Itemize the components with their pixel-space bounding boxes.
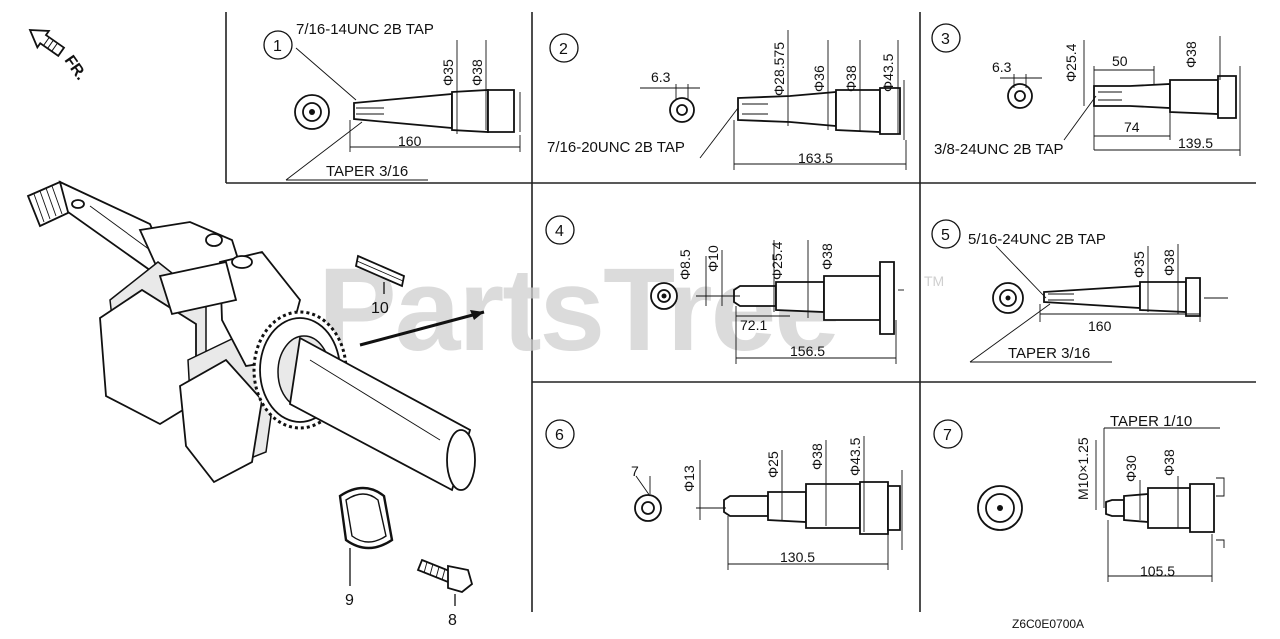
dimension-label: Φ25.4 — [769, 241, 785, 280]
variant-3-detail: 3 6.3 Φ25.4 50 Φ38 74 3/8-24UNC 2B TAP 1… — [931, 23, 1241, 158]
dimension-label: Φ43.5 — [847, 437, 863, 476]
dimension-label: Φ36 — [811, 65, 827, 92]
dimension-label: Φ25 — [765, 451, 781, 478]
dimension-label: TAPER 3/16 — [1008, 345, 1090, 362]
variant-number-badge — [549, 33, 579, 63]
variant-number-badge — [931, 219, 961, 249]
dimension-label: 130.5 — [780, 549, 815, 565]
part-9-ring: 9 — [338, 486, 394, 609]
dimension-label: Φ35 — [1131, 251, 1147, 278]
dimension-label: Φ38 — [1161, 249, 1177, 276]
variant-number: 5 — [941, 227, 950, 244]
dimension-label: Φ38 — [469, 59, 485, 86]
dimension-label: 7 — [631, 463, 639, 479]
dimension-label: 50 — [1112, 53, 1128, 69]
variant-number: 6 — [555, 427, 564, 444]
watermark: PartsTree TM — [318, 244, 944, 376]
dimension-label: Φ30 — [1123, 455, 1139, 482]
variant-6-detail: 6 7 Φ13 Φ25 Φ38 Φ43.5 130.5 — [545, 419, 903, 570]
watermark-text: PartsTree — [318, 244, 838, 376]
variant-1-detail: 1 7/16-14UNC 2B TAP Φ35 Φ38 160 TAPER 3/… — [263, 21, 521, 181]
crankshaft-illustration — [26, 180, 485, 492]
dimension-label: 156.5 — [790, 343, 825, 359]
variant-number-badge — [933, 419, 963, 449]
variant-5-detail: 5 5/16-24UNC 2B TAP Φ35 Φ38 160 TAPER 3/… — [931, 219, 1228, 363]
watermark-tm: TM — [924, 273, 944, 289]
dimension-label: Φ38 — [1161, 449, 1177, 476]
direction-label: FR. — [61, 53, 90, 84]
variant-number: 4 — [555, 223, 564, 240]
dimension-label: 3/8-24UNC 2B TAP — [934, 141, 1064, 158]
variant-number: 1 — [273, 38, 282, 55]
dimension-label: 6.3 — [651, 69, 671, 85]
dimension-label: Φ13 — [681, 465, 697, 492]
part-ref-label: 8 — [448, 612, 457, 629]
dimension-label: 163.5 — [798, 150, 833, 166]
dimension-label: Φ8.5 — [677, 249, 693, 280]
dimension-label: Φ10 — [705, 245, 721, 272]
dimension-label: Φ38 — [1183, 41, 1199, 68]
dimension-label: 105.5 — [1140, 563, 1175, 579]
direction-arrow-icon — [28, 29, 66, 58]
dimension-label: M10×1.25 — [1075, 437, 1091, 500]
dimension-label: 7/16-20UNC 2B TAP — [547, 139, 685, 156]
dimension-label: Φ25.4 — [1063, 43, 1079, 82]
diagram-code: Z6C0E0700A — [1012, 617, 1084, 631]
dimension-label: Φ28.575 — [771, 42, 787, 96]
dimension-label: Φ43.5 — [880, 53, 896, 92]
variant-4-detail: 4 Φ8.5 Φ10 Φ25.4 Φ38 72.1 156.5 — [545, 215, 904, 364]
dimension-label: 74 — [1124, 119, 1140, 135]
dimension-label: 139.5 — [1178, 135, 1213, 151]
part-8-bolt: 8 — [416, 558, 474, 629]
part-ref-label: 9 — [345, 592, 354, 609]
front-direction-indicator: FR. — [28, 29, 90, 84]
dimension-label: TAPER 1/10 — [1110, 413, 1192, 430]
variant-number: 2 — [559, 41, 568, 58]
part-ref-label: 10 — [371, 300, 389, 317]
part-10-key: 10 — [354, 254, 406, 317]
variant-number: 3 — [941, 31, 950, 48]
dimension-label: Φ35 — [440, 59, 456, 86]
variant-number: 7 — [943, 427, 952, 444]
dimension-label: 160 — [398, 133, 422, 149]
variant-number-badge — [263, 30, 293, 60]
variant-7-detail: 7 TAPER 1/10 M10×1.25 Φ30 Φ38 105.5 — [933, 413, 1225, 582]
dimension-label: 5/16-24UNC 2B TAP — [968, 231, 1106, 248]
dimension-label: 72.1 — [740, 317, 767, 333]
variant-number-badge — [545, 419, 575, 449]
dimension-label: Φ38 — [819, 243, 835, 270]
dimension-label: 7/16-14UNC 2B TAP — [296, 21, 434, 38]
variant-number-badge — [545, 215, 575, 245]
dimension-label: 6.3 — [992, 59, 1012, 75]
dimension-label: Φ38 — [843, 65, 859, 92]
variant-number-badge — [931, 23, 961, 53]
dimension-label: TAPER 3/16 — [326, 163, 408, 180]
dimension-label: Φ38 — [809, 443, 825, 470]
variant-2-detail: 2 6.3 Φ28.575 Φ36 Φ38 Φ43.5 7/16-20UNC 2… — [547, 30, 907, 170]
dimension-label: 160 — [1088, 318, 1112, 334]
grid-frame — [225, 12, 1256, 612]
